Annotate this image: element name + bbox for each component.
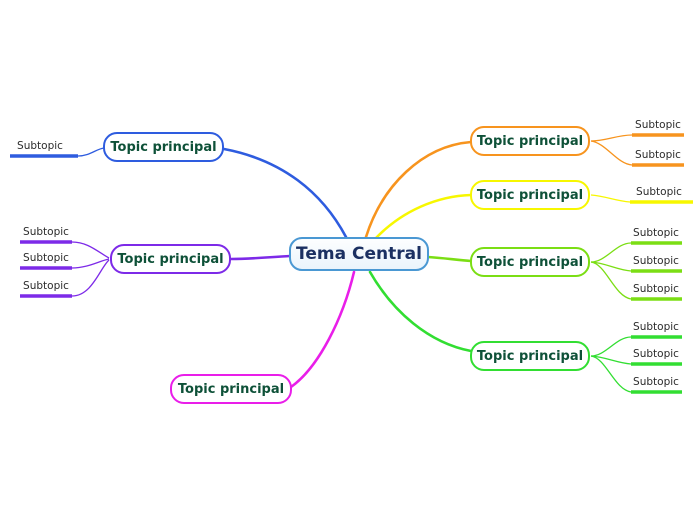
subtopic-connector xyxy=(590,261,632,272)
subtopic-node[interactable]: Subtopic xyxy=(17,140,63,152)
subtopic-connector xyxy=(590,140,633,166)
subtopic-connector xyxy=(590,242,632,263)
topic-label: Topic principal xyxy=(117,251,224,267)
topic-node-upper-right[interactable]: Topic principal xyxy=(470,126,590,156)
subtopic-node[interactable]: Subtopic xyxy=(633,227,679,239)
topic-label: Topic principal xyxy=(476,187,584,203)
topic-label: Topic principal xyxy=(476,348,584,364)
subtopic-connector xyxy=(590,134,633,142)
subtopic-connector xyxy=(590,355,632,393)
central-topic-label: Tema Central xyxy=(296,244,422,264)
topic-label: Topic principal xyxy=(476,254,584,270)
topic-label: Topic principal xyxy=(177,381,285,397)
subtopic-node[interactable]: Subtopic xyxy=(636,186,682,198)
subtopic-connector xyxy=(77,147,105,157)
branch-right xyxy=(426,255,473,263)
subtopic-node[interactable]: Subtopic xyxy=(633,348,679,360)
topic-node-lower-right[interactable]: Topic principal xyxy=(470,341,590,371)
subtopic-connector xyxy=(590,336,632,357)
branch-left xyxy=(229,254,292,261)
subtopic-connector xyxy=(590,261,632,300)
subtopic-node[interactable]: Subtopic xyxy=(633,255,679,267)
branch-right-upper xyxy=(374,193,473,240)
subtopic-connector xyxy=(590,355,632,365)
subtopic-node[interactable]: Subtopic xyxy=(633,283,679,295)
topic-node-upper-left[interactable]: Topic principal xyxy=(103,132,224,162)
topic-node-bottom[interactable]: Topic principal xyxy=(170,374,292,404)
topic-label: Topic principal xyxy=(110,139,217,155)
subtopic-node[interactable]: Subtopic xyxy=(23,252,69,264)
subtopic-node[interactable]: Subtopic xyxy=(23,280,69,292)
subtopic-connector xyxy=(71,241,110,259)
subtopic-connector xyxy=(71,259,110,297)
branch-upper-right xyxy=(364,140,473,239)
subtopic-node[interactable]: Subtopic xyxy=(633,321,679,333)
topic-node-right[interactable]: Topic principal xyxy=(470,247,590,277)
subtopic-node[interactable]: Subtopic xyxy=(635,119,681,131)
central-topic-node[interactable]: Tema Central xyxy=(289,237,429,271)
topic-node-right-upper[interactable]: Topic principal xyxy=(470,180,590,210)
branch-upper-left xyxy=(222,147,348,239)
subtopic-node[interactable]: Subtopic xyxy=(633,376,679,388)
subtopic-node[interactable]: Subtopic xyxy=(635,149,681,161)
subtopic-connector xyxy=(71,258,110,269)
subtopic-connector xyxy=(590,194,631,203)
topic-label: Topic principal xyxy=(476,133,584,149)
branch-bottom xyxy=(289,270,356,389)
topic-node-left[interactable]: Topic principal xyxy=(110,244,231,274)
subtopic-node[interactable]: Subtopic xyxy=(23,226,69,238)
branch-lower-right xyxy=(368,270,473,353)
